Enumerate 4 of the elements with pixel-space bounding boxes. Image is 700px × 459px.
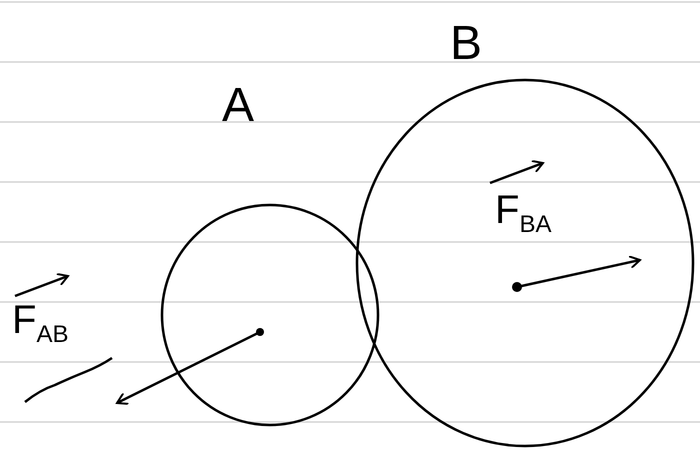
force-label: F$_{BA}$ xyxy=(495,190,552,237)
force-label: F$_{AB}$ xyxy=(12,300,68,347)
body-label: B xyxy=(450,20,482,68)
body-label: A xyxy=(222,82,254,130)
